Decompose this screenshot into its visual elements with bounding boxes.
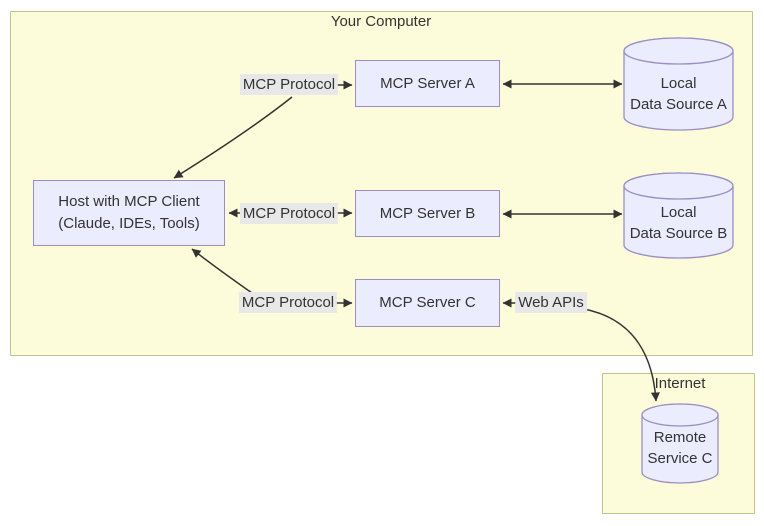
node-host: Host with MCP Client (Claude, IDEs, Tool…: [33, 180, 225, 246]
node-mcp-server-a: MCP Server A: [355, 60, 500, 107]
node-mcp-server-b-label: MCP Server B: [379, 204, 476, 222]
edge-label-mcp-protocol-c: MCP Protocol: [238, 292, 338, 313]
node-remote-service-c: Remote Service C: [642, 427, 718, 469]
remote-service-c-cylinder-icon: [641, 403, 719, 484]
edge-protocol-a-to-host: [173, 96, 293, 179]
edge-label-mcp-protocol-a: MCP Protocol: [239, 74, 339, 95]
remote-service-c-line1: Remote: [653, 429, 707, 446]
edge-label-mcp-protocol-b: MCP Protocol: [239, 203, 339, 224]
node-data-source-b: Local Data Source B: [624, 202, 733, 244]
node-host-line2: (Claude, IDEs, Tools): [58, 215, 200, 232]
cluster-internet: [602, 373, 755, 514]
remote-service-c-line2: Service C: [647, 450, 713, 467]
data-source-a-line2: Data Source A: [630, 96, 727, 113]
data-source-a-cylinder-icon: [623, 37, 734, 131]
node-mcp-server-b: MCP Server B: [355, 190, 500, 237]
node-mcp-server-c-label: MCP Server C: [379, 294, 476, 311]
node-data-source-a: Local Data Source A: [624, 73, 733, 115]
data-source-b-line1: Local: [660, 204, 697, 221]
cluster-internet-label: Internet: [654, 375, 706, 392]
edge-protocol-c-to-host: [191, 248, 253, 294]
node-mcp-server-a-label: MCP Server A: [380, 74, 475, 92]
edge-web-apis-to-remote-service-c: [583, 308, 660, 402]
data-source-b-cylinder-icon: [623, 172, 734, 259]
node-host-line1: Host with MCP Client: [58, 193, 200, 210]
data-source-a-line1: Local: [660, 75, 697, 92]
node-mcp-server-c: MCP Server C: [355, 279, 500, 327]
data-source-b-line2: Data Source B: [629, 225, 728, 242]
cluster-your-computer-label: Your Computer: [330, 13, 432, 30]
edge-label-web-apis: Web APIs: [515, 292, 587, 313]
